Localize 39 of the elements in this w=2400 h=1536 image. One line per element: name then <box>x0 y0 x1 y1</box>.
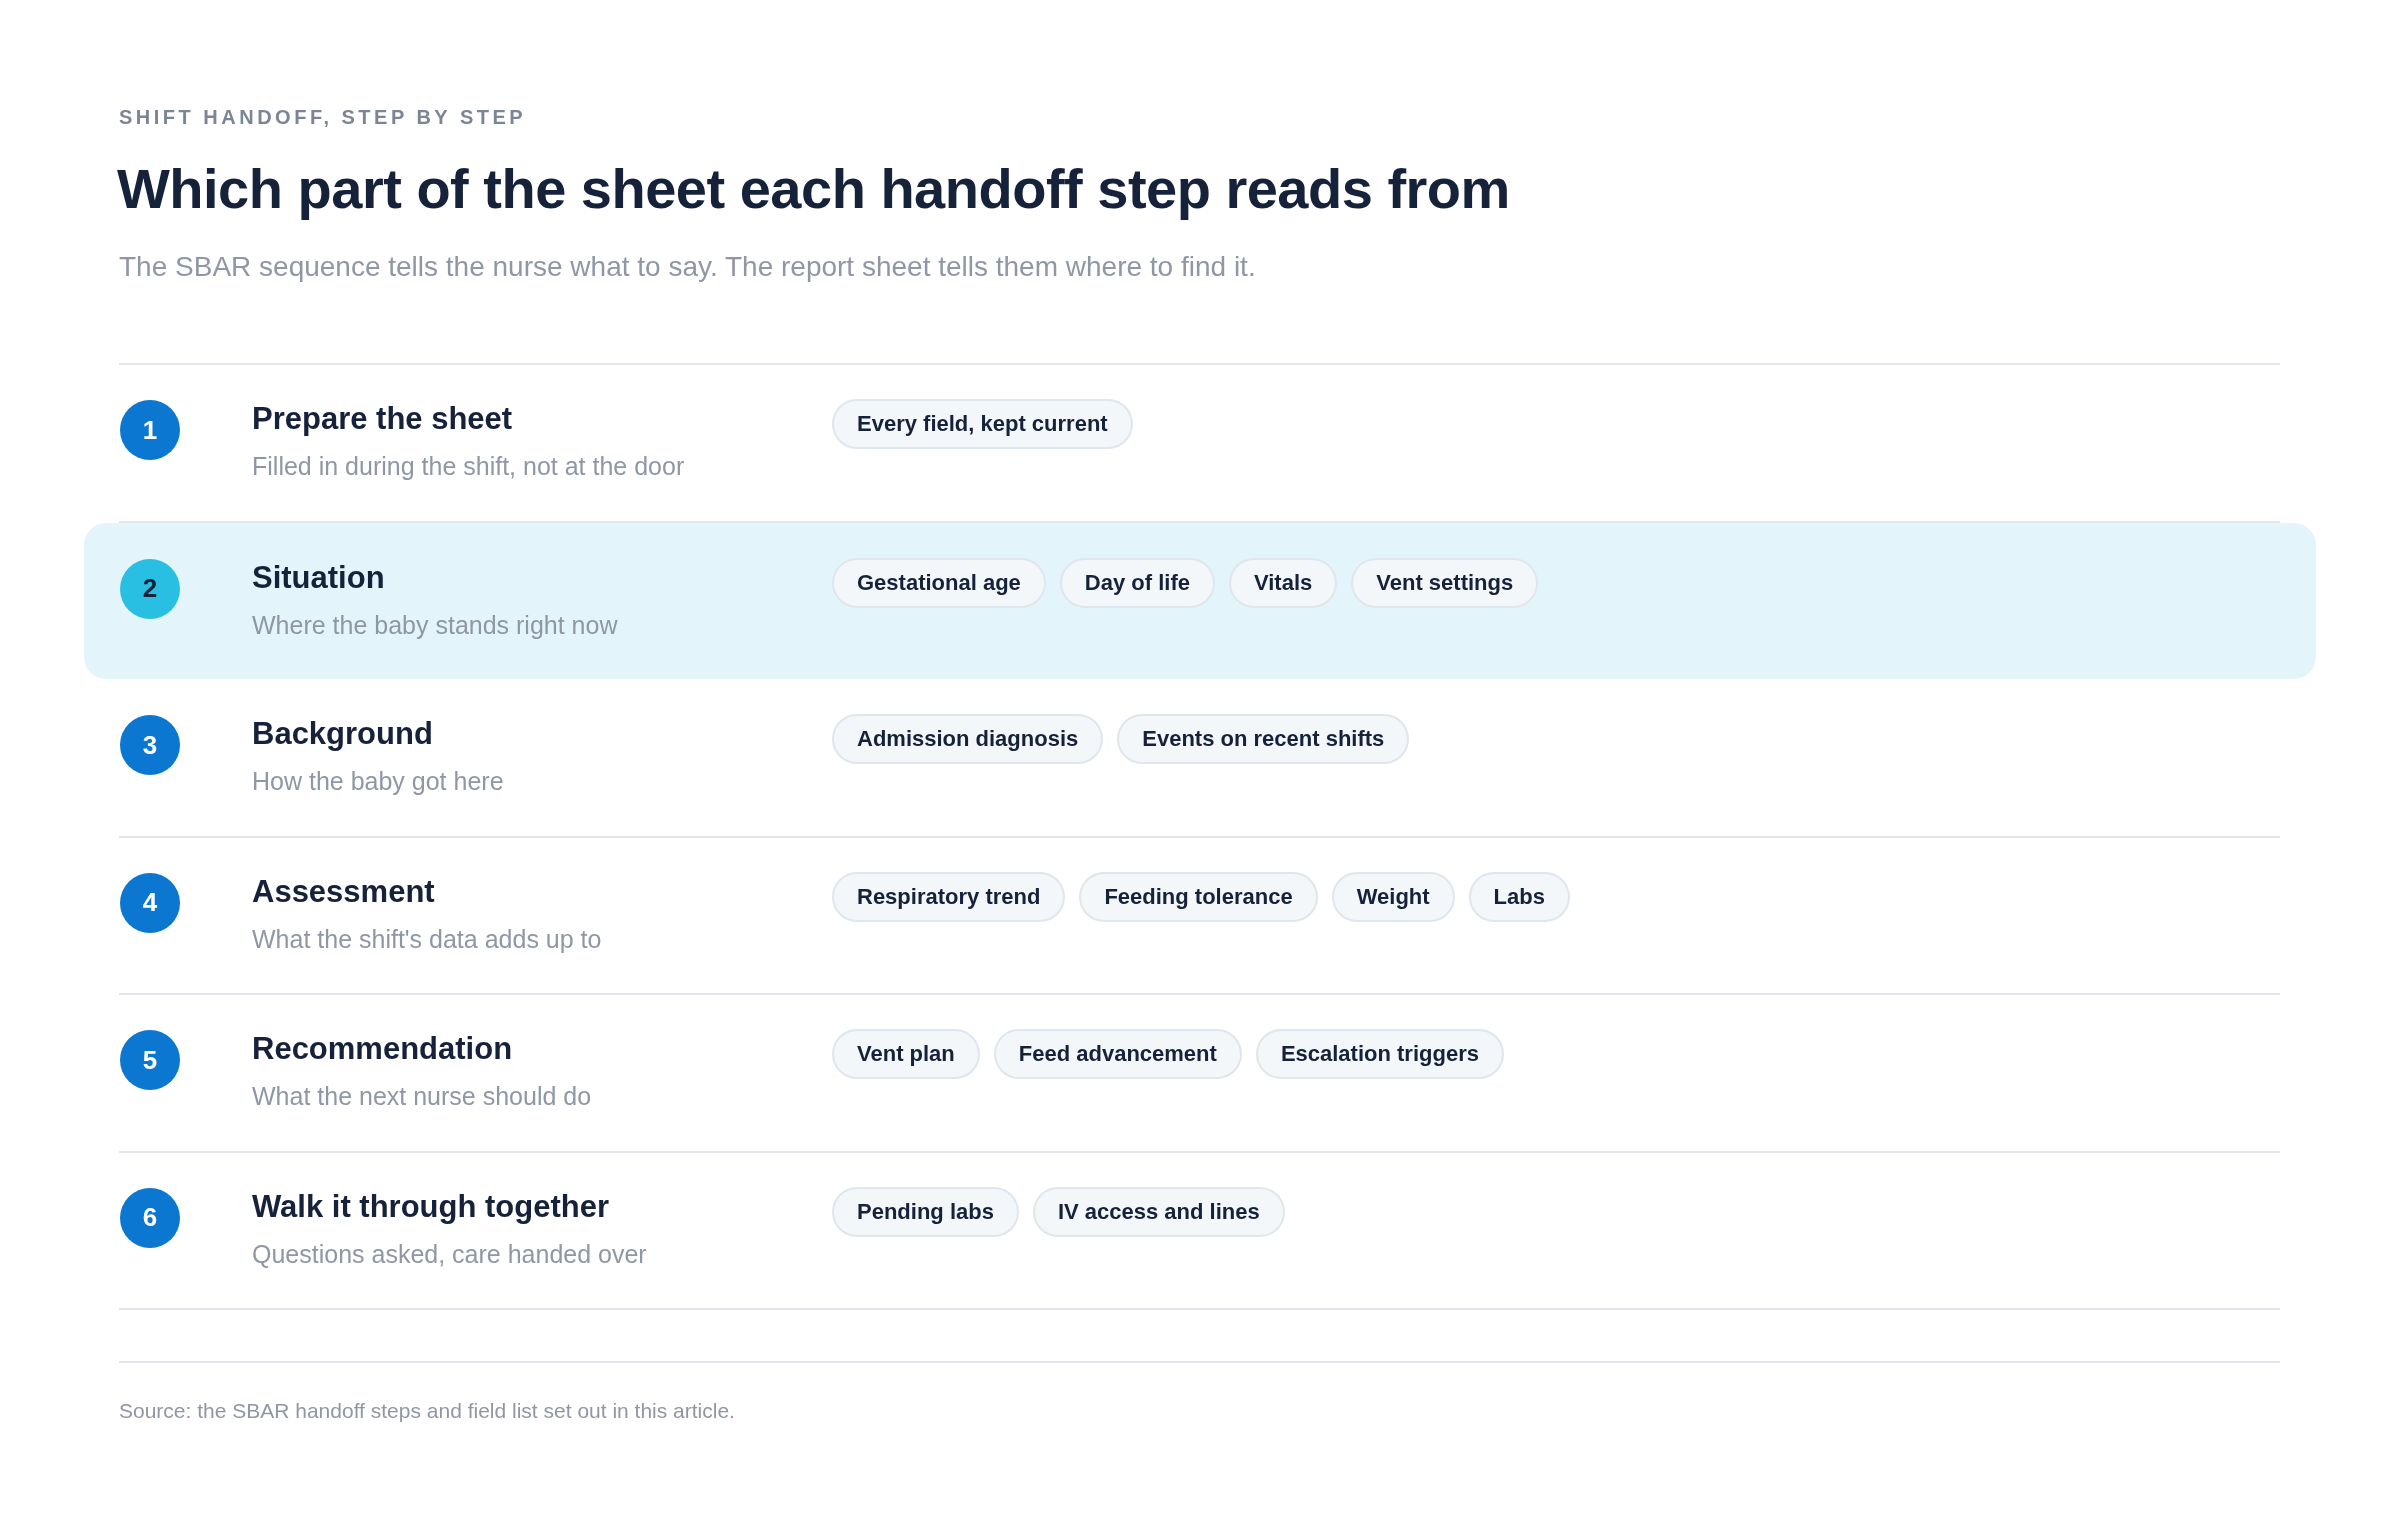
field-tag: Labs <box>1468 871 1570 922</box>
step-description: Where the baby stands right now <box>252 610 618 640</box>
step-title: Assessment <box>252 873 435 910</box>
field-tag: Escalation triggers <box>1255 1029 1504 1079</box>
field-tag: Pending labs <box>832 1186 1019 1237</box>
field-tag: Feeding tolerance <box>1079 871 1318 922</box>
field-tag: Vent plan <box>832 1029 980 1079</box>
step-description: Questions asked, care handed over <box>252 1239 647 1269</box>
field-tag: Respiratory trend <box>832 871 1066 922</box>
step-title: Prepare the sheet <box>252 401 513 437</box>
step-number-circle: 2 <box>120 558 180 619</box>
field-tag: IV access and lines <box>1032 1186 1285 1237</box>
field-tag: Feed advancement <box>993 1029 1242 1079</box>
step-number-circle: 4 <box>120 872 180 933</box>
field-tag: Every field, kept current <box>832 399 1133 449</box>
step-number-circle: 3 <box>120 715 180 775</box>
step-title: Recommendation <box>252 1031 513 1067</box>
step-description: How the baby got here <box>252 767 504 796</box>
step-description: What the next nurse should do <box>252 1082 592 1111</box>
step-description: Filled in during the shift, not at the door <box>252 452 685 481</box>
chart-title: Which part of the sheet each handoff step reads from <box>117 156 1510 221</box>
step-number-circle: 5 <box>120 1030 180 1090</box>
step-title: Situation <box>252 559 385 596</box>
field-tag: Events on recent shifts <box>1117 714 1410 764</box>
field-tag: Admission diagnosis <box>832 714 1104 764</box>
subtitle-text: The SBAR sequence tells the nurse what to say. The report sheet tells them where to find it. <box>119 251 1256 283</box>
field-tag: Gestational age <box>832 557 1046 608</box>
step-number-circle: 1 <box>120 400 180 460</box>
eyebrow-text: SHIFT HANDOFF, STEP BY STEP <box>119 106 527 129</box>
step-number-circle: 6 <box>120 1187 180 1248</box>
field-tag: Vitals <box>1229 557 1338 608</box>
step-title: Background <box>252 716 433 752</box>
step-description: What the shift's data adds up to <box>252 924 602 954</box>
field-tag: Weight <box>1331 871 1455 922</box>
field-tag: Day of life <box>1059 557 1215 608</box>
field-tag: Vent settings <box>1351 557 1539 608</box>
highlighted-step-band <box>84 522 2316 679</box>
step-title: Walk it through together <box>252 1188 610 1225</box>
source-note: Source: the SBAR handoff steps and field list set out in this article. <box>119 1399 735 1423</box>
